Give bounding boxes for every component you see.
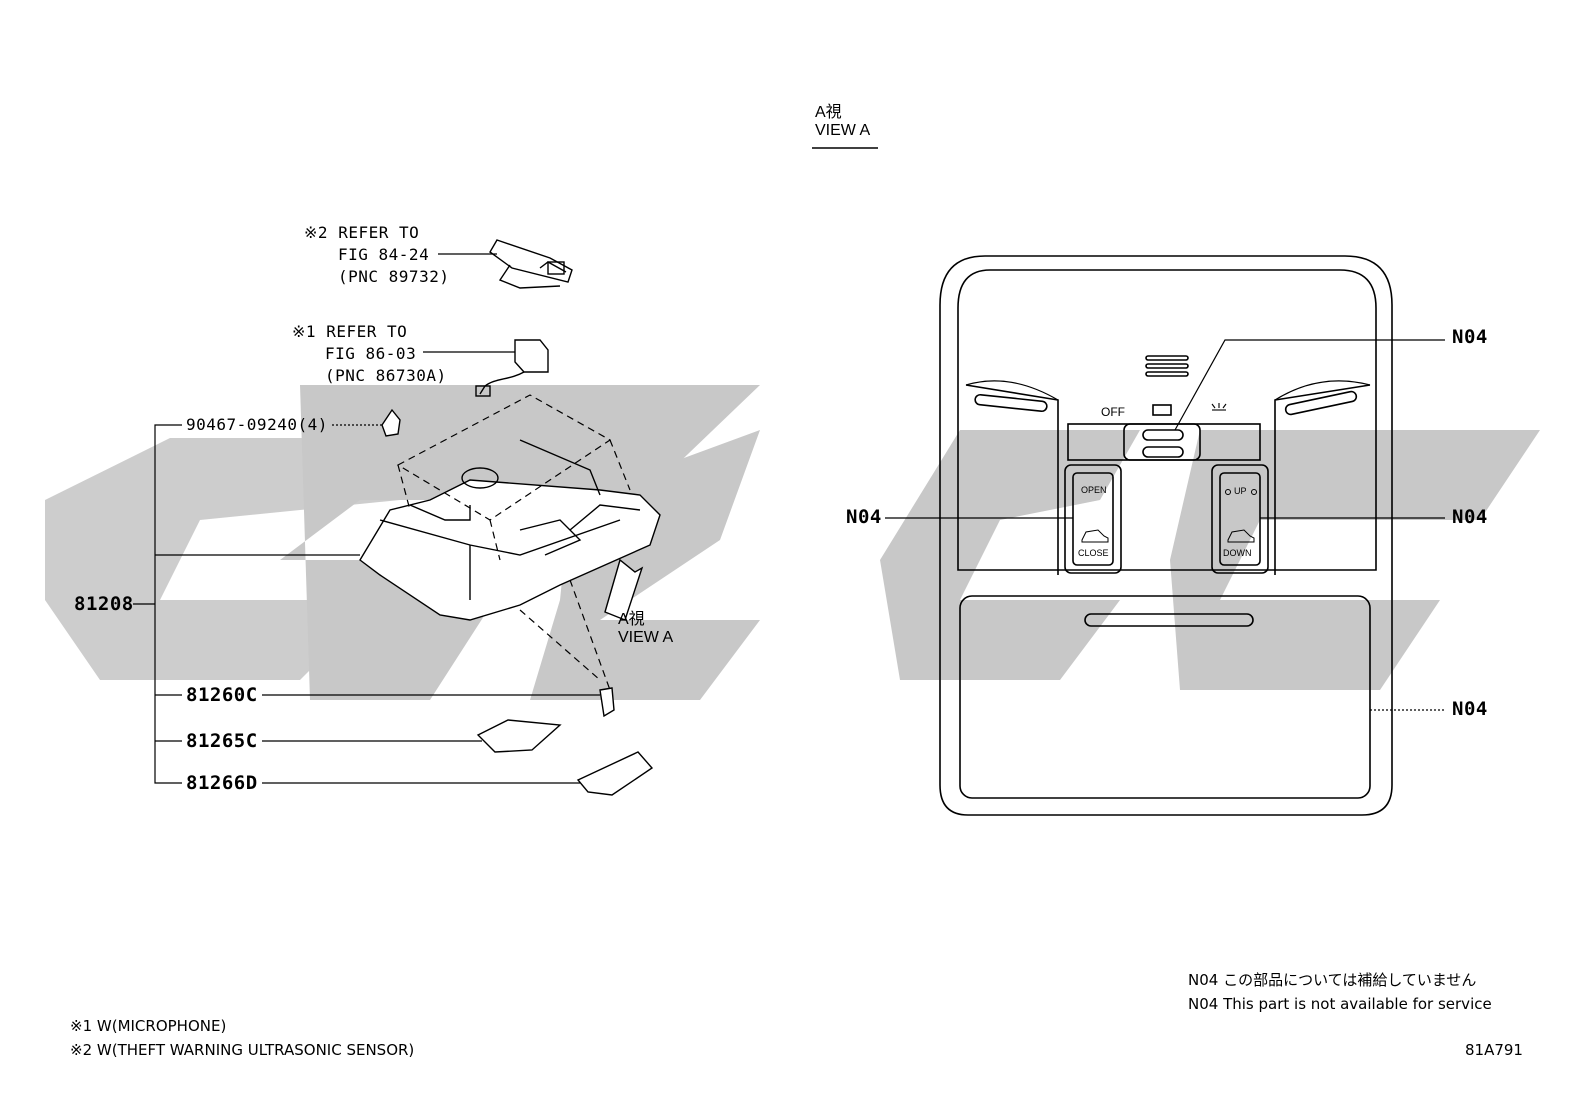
reference-2-line-2: FIG 84-24 xyxy=(338,245,430,264)
n04-callout-left: N04 xyxy=(846,506,882,528)
reference-2-line-3: (PNC 89732) xyxy=(338,267,450,286)
console-inner xyxy=(957,269,1377,571)
reference-1-line-2: FIG 86-03 xyxy=(325,344,417,363)
part-number-clip[interactable]: 90467-09240(4) xyxy=(186,415,328,434)
switch-label-up: UP xyxy=(1234,486,1247,496)
reference-note-1: ※1 REFER TO xyxy=(292,322,408,341)
console-body-drawing xyxy=(359,439,661,621)
reference-1-line-3: (PNC 86730A) xyxy=(325,366,447,385)
switch-label-down: DOWN xyxy=(1223,548,1252,558)
view-a-header-en: VIEW A xyxy=(815,122,871,140)
up-down-switch-frame xyxy=(1211,464,1269,574)
view-a-inline-label: A視 VIEW A xyxy=(618,611,673,648)
view-a-console xyxy=(939,255,1393,816)
ultrasonic-sensor-drawing xyxy=(489,239,573,289)
switch-label-off: OFF xyxy=(1101,405,1125,419)
n04-callout-top: N04 xyxy=(1452,326,1488,348)
lamp-on-icon xyxy=(1211,403,1227,411)
switch-label-open: OPEN xyxy=(1081,485,1107,495)
open-close-switch xyxy=(1072,472,1114,566)
view-a-arrow xyxy=(604,558,644,621)
lens-81265c-drawing xyxy=(476,719,562,753)
lamp-mode-slider xyxy=(1123,423,1201,461)
vent-grille xyxy=(1145,355,1189,377)
footnote-1: ※1 W(MICROPHONE) xyxy=(70,1017,227,1035)
reference-1-line-1: REFER TO xyxy=(326,322,408,341)
clip-drawing xyxy=(381,408,401,437)
view-a-header: A視 VIEW A xyxy=(815,104,870,141)
n04-callout-right: N04 xyxy=(1452,506,1488,528)
view-a-inline-jp: A視 xyxy=(618,611,645,628)
lens-81266d-drawing xyxy=(576,751,654,796)
up-down-switch xyxy=(1219,472,1261,566)
reference-2-line-1: REFER TO xyxy=(338,223,420,242)
switch-label-close: CLOSE xyxy=(1078,548,1109,558)
part-number-bulb[interactable]: 81260C xyxy=(186,684,258,706)
sunroof-tilt-car-icon xyxy=(1227,529,1255,543)
left-leader-lines xyxy=(133,253,600,784)
microphone-drawing xyxy=(475,339,549,397)
part-number-assembly[interactable]: 81208 xyxy=(74,593,134,615)
reference-mark-1: ※1 xyxy=(292,322,317,341)
service-note-en: N04 This part is not available for servi… xyxy=(1188,995,1492,1013)
sunroof-open-car-icon xyxy=(1081,529,1109,543)
figure-code: 81A791 xyxy=(1465,1041,1523,1059)
footnote-2: ※2 W(THEFT WARNING ULTRASONIC SENSOR) xyxy=(70,1041,415,1059)
open-close-switch-frame xyxy=(1064,464,1122,574)
part-number-lens-b[interactable]: 81266D xyxy=(186,772,258,794)
view-a-inline-en: VIEW A xyxy=(618,629,674,647)
right-map-lamp xyxy=(1284,390,1358,416)
watermark-logo xyxy=(45,385,1540,700)
dashed-guides xyxy=(396,394,631,691)
right-leader-lines xyxy=(812,147,1445,711)
console-outer xyxy=(939,255,1393,816)
storage-compartment xyxy=(959,595,1371,799)
n04-callout-bottom: N04 xyxy=(1452,698,1488,720)
reference-mark-2: ※2 xyxy=(304,223,329,242)
service-note-jp: N04 この部品については補給していません xyxy=(1188,971,1477,989)
exploded-view xyxy=(359,239,661,796)
compartment-handle xyxy=(1084,613,1254,627)
reference-note-2: ※2 REFER TO xyxy=(304,223,420,242)
part-number-lens-a[interactable]: 81265C xyxy=(186,730,258,752)
door-icon xyxy=(1152,404,1172,416)
view-a-header-jp: A視 xyxy=(815,104,842,121)
bulb-drawing xyxy=(599,687,615,718)
left-map-lamp xyxy=(974,393,1048,413)
